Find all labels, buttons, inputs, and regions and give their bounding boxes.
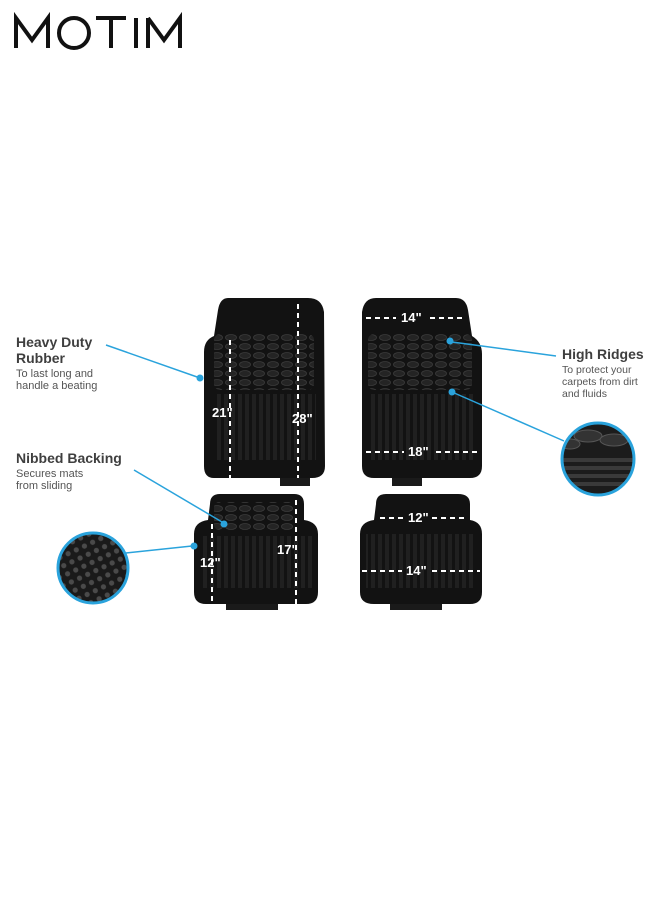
front-right-top-width: 14" (401, 310, 422, 325)
nibbed-backing-title: Nibbed Backing (16, 450, 122, 466)
brand-logo (14, 11, 182, 50)
heavy-duty-callout: Heavy Duty Rubber To last long and handl… (16, 334, 97, 392)
rear-left-height: 17" (277, 542, 298, 557)
high-ridges-zoom (560, 421, 636, 497)
rear-left-width: 12" (200, 555, 221, 570)
high-ridges-desc-3: and fluids (562, 388, 607, 400)
heavy-duty-title-2: Rubber (16, 350, 65, 366)
rear-right-top-width: 12" (408, 510, 429, 525)
high-ridges-desc-2: carpets from dirt (562, 376, 638, 388)
rear-right-bottom-width: 14" (406, 563, 427, 578)
nibbed-backing-callout: Nibbed Backing Secures mats from sliding (16, 450, 122, 492)
callout-lines (105, 341, 565, 554)
high-ridges-desc-1: To protect your (562, 364, 632, 376)
front-left-inner-height: 21" (212, 405, 233, 420)
nibbed-backing-desc-2: from sliding (16, 480, 73, 492)
front-left-mat (204, 298, 325, 486)
heavy-duty-desc-1: To last long and (16, 368, 94, 380)
heavy-duty-title-1: Heavy Duty (16, 334, 93, 350)
high-ridges-callout: High Ridges To protect your carpets from… (562, 346, 658, 400)
front-left-outer-height: 28" (292, 411, 313, 426)
rear-right-mat (360, 494, 482, 610)
front-right-bottom-width: 18" (408, 444, 429, 459)
callout-dots (190, 337, 456, 550)
high-ridges-title: High Ridges (562, 346, 644, 362)
nibbed-backing-desc-1: Secures mats (16, 468, 84, 480)
heavy-duty-desc-2: handle a beating (16, 380, 98, 392)
nibbed-backing-zoom (46, 521, 140, 615)
measurement-lines (211, 304, 480, 604)
